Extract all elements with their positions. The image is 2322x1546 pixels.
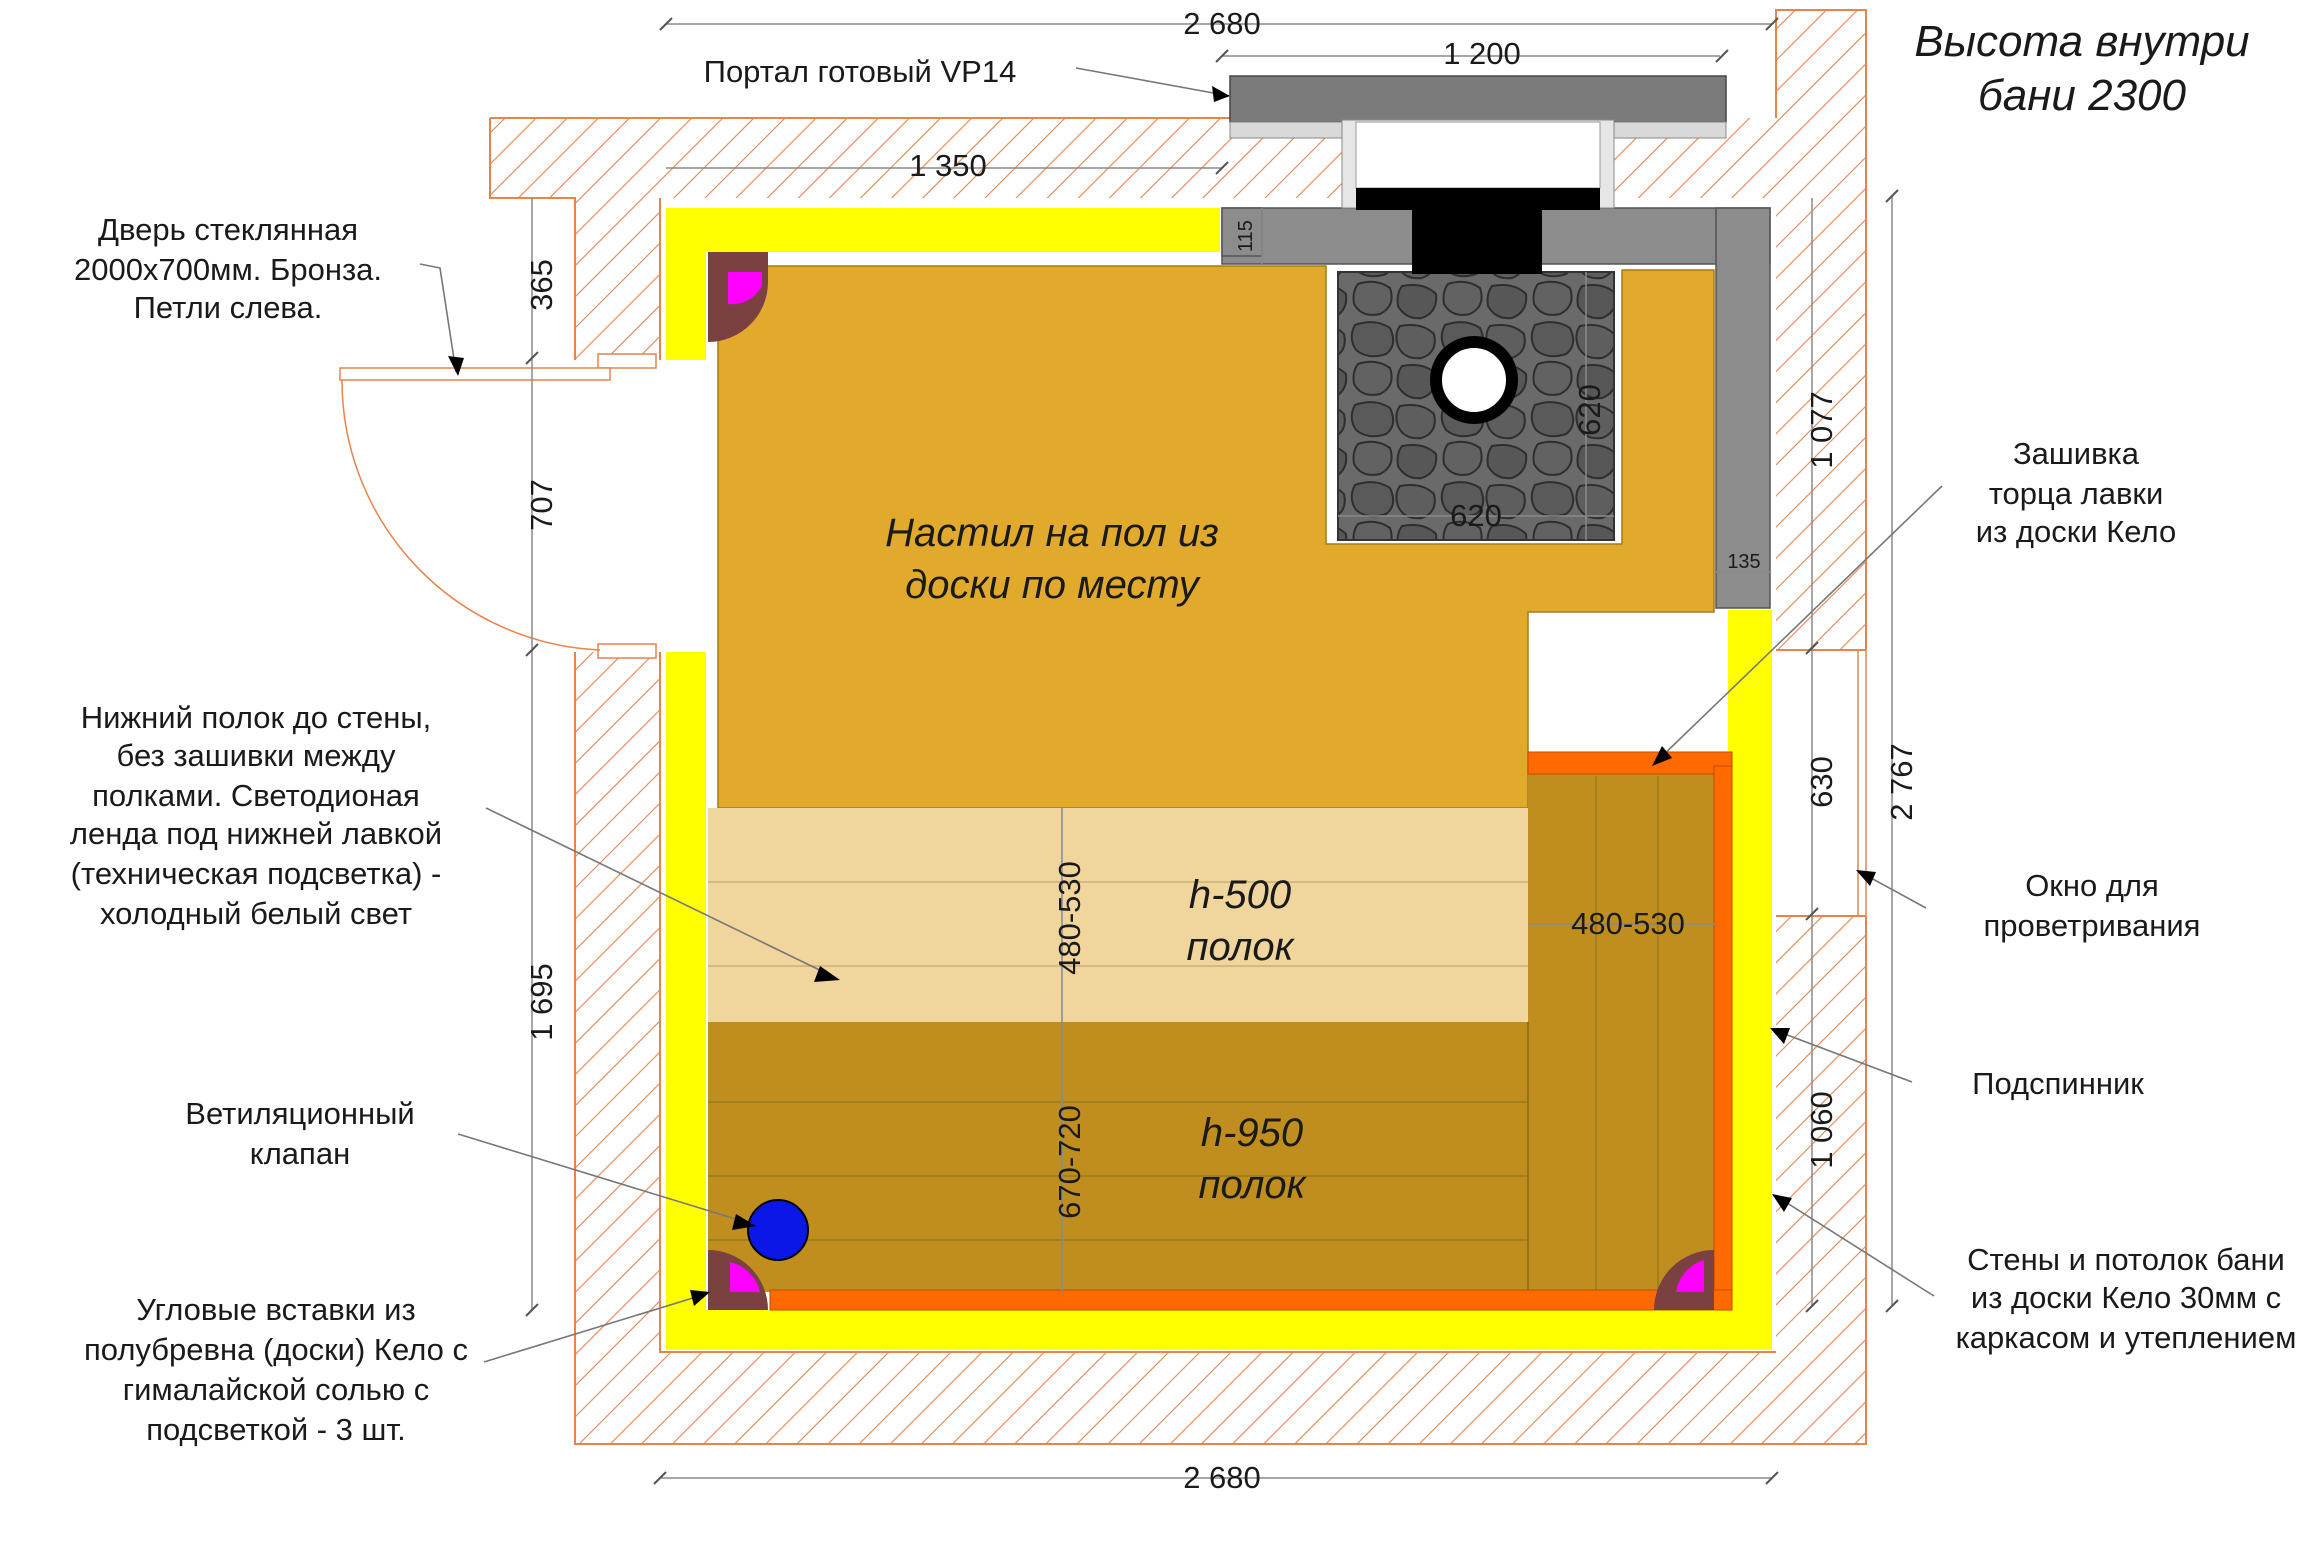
shelf-h950 bbox=[708, 762, 1716, 1292]
window-label-line: проветривания bbox=[1984, 908, 2201, 943]
lower-shelf-note-line: холодный белый свет bbox=[100, 896, 412, 931]
dim-wall-115: 115 bbox=[1235, 220, 1257, 252]
lower-shelf-note-line: полками. Светодионая bbox=[92, 778, 420, 813]
corner-insert-top-left bbox=[708, 252, 768, 342]
vent-valve-icon bbox=[747, 1199, 809, 1261]
dim-window-630: 630 bbox=[1804, 756, 1839, 808]
glass-door bbox=[339, 353, 657, 659]
vent-label-line: Ветиляционный bbox=[185, 1096, 414, 1131]
corner-insert-bottom-left bbox=[708, 1250, 768, 1310]
vent-label-line: клапан bbox=[250, 1136, 350, 1171]
wall-lining bbox=[666, 208, 1772, 1350]
dim-shelf-low-depth-side: 480-530 bbox=[1571, 906, 1685, 941]
dimension-lines bbox=[525, 17, 1899, 1485]
bench-end-label-line: Зашивка bbox=[2013, 436, 2140, 471]
corner-label-line: подсветкой - 3 шт. bbox=[146, 1412, 406, 1447]
backrest-label: Подспинник bbox=[1972, 1066, 2144, 1101]
title-line-2: бани 2300 bbox=[1978, 71, 2187, 120]
dim-right-overall-2767: 2 767 bbox=[1884, 743, 1919, 821]
corner-insert-bottom-right bbox=[1654, 1250, 1714, 1310]
dim-door-707: 707 bbox=[524, 479, 559, 531]
bench-trim bbox=[769, 751, 1733, 1311]
corner-label-line: Угловые вставки из bbox=[136, 1292, 415, 1327]
portal-label: Портал готовый VP14 bbox=[704, 54, 1017, 89]
dim-portal-width: 1 200 bbox=[1443, 36, 1521, 71]
dimension-texts: 2 680 1 200 1 350 2 680 115 135 365 707 … bbox=[524, 6, 1919, 1495]
lower-shelf-note-line: Нижний полок до стены, bbox=[81, 700, 432, 735]
walls-label-line: из доски Кело 30мм с bbox=[1971, 1280, 2281, 1315]
vent-label: Ветиляционный клапан bbox=[185, 1096, 414, 1171]
stove-flue-icon bbox=[1430, 336, 1518, 424]
dim-inner-top-left: 1 350 bbox=[909, 148, 987, 183]
door-label: Дверь стеклянная 2000х700мм. Бронза. Пет… bbox=[74, 212, 382, 325]
shelf-500-label: h-500 полок bbox=[1186, 873, 1295, 969]
floor-label-line: доски по месту bbox=[905, 563, 1202, 607]
lower-shelf-note: Нижний полок до стены, без зашивки между… bbox=[70, 700, 442, 931]
door-label-line: Дверь стеклянная bbox=[98, 212, 358, 247]
shelf-950-label-line: полок bbox=[1198, 1163, 1307, 1207]
lower-shelf-note-line: ленда под нижней лавкой bbox=[70, 816, 442, 851]
corner-label-line: полубревна (доски) Кело с bbox=[84, 1332, 468, 1367]
walls-label: Стены и потолок бани из доски Кело 30мм … bbox=[1956, 1242, 2297, 1355]
dim-stove-w: 620 bbox=[1450, 498, 1502, 533]
shelf-950-label-line: h-950 bbox=[1201, 1111, 1303, 1155]
dim-right-1060: 1 060 bbox=[1804, 1091, 1839, 1169]
dim-bottom-overall: 2 680 bbox=[1183, 1460, 1261, 1495]
floor-label-line: Настил на пол из bbox=[885, 511, 1219, 555]
stove-area bbox=[1337, 271, 1615, 541]
title-line-1: Высота внутри bbox=[1914, 17, 2249, 66]
shelf-500-label-line: h-500 bbox=[1189, 873, 1291, 917]
dim-shelf-low-depth: 480-530 bbox=[1052, 861, 1087, 975]
dim-top-overall: 2 680 bbox=[1183, 6, 1261, 41]
walls-label-line: каркасом и утеплением bbox=[1956, 1320, 2297, 1355]
dim-left-1695: 1 695 bbox=[524, 963, 559, 1041]
floor-label: Настил на пол из доски по месту bbox=[885, 511, 1219, 607]
walls-label-line: Стены и потолок бани bbox=[1967, 1242, 2285, 1277]
bench-end-label-line: торца лавки bbox=[1989, 476, 2164, 511]
dim-stove-h: 620 bbox=[1572, 384, 1607, 436]
shelf-h500 bbox=[708, 808, 1530, 1022]
window-label: Окно для проветривания bbox=[1984, 868, 2201, 943]
title: Высота внутри бани 2300 bbox=[1914, 17, 2249, 120]
leader-lines bbox=[419, 67, 1943, 1363]
dim-left-365: 365 bbox=[524, 259, 559, 311]
door-label-line: Петли слева. bbox=[134, 290, 323, 325]
corner-label-line: гималайской солью с bbox=[123, 1372, 429, 1407]
lower-shelf-note-line: (техническая подсветка) - bbox=[71, 856, 442, 891]
dim-wall-135: 135 bbox=[1727, 551, 1760, 573]
portal-vp14 bbox=[1229, 75, 1727, 210]
bench-end-label: Зашивка торца лавки из доски Кело bbox=[1976, 436, 2176, 549]
lower-shelf-note-line: без зашивки между bbox=[117, 738, 396, 773]
door-label-line: 2000х700мм. Бронза. bbox=[74, 252, 382, 287]
dim-shelf-high-depth: 670-720 bbox=[1052, 1105, 1087, 1219]
window-label-line: Окно для bbox=[2025, 868, 2159, 903]
bench-end-label-line: из доски Кело bbox=[1976, 514, 2176, 549]
shelf-500-label-line: полок bbox=[1186, 925, 1295, 969]
dim-right-1077: 1 077 bbox=[1804, 391, 1839, 469]
corner-label: Угловые вставки из полубревна (доски) Ке… bbox=[84, 1292, 468, 1447]
shelf-950-label: h-950 полок bbox=[1198, 1111, 1307, 1207]
ventilation-window bbox=[1776, 649, 1867, 917]
